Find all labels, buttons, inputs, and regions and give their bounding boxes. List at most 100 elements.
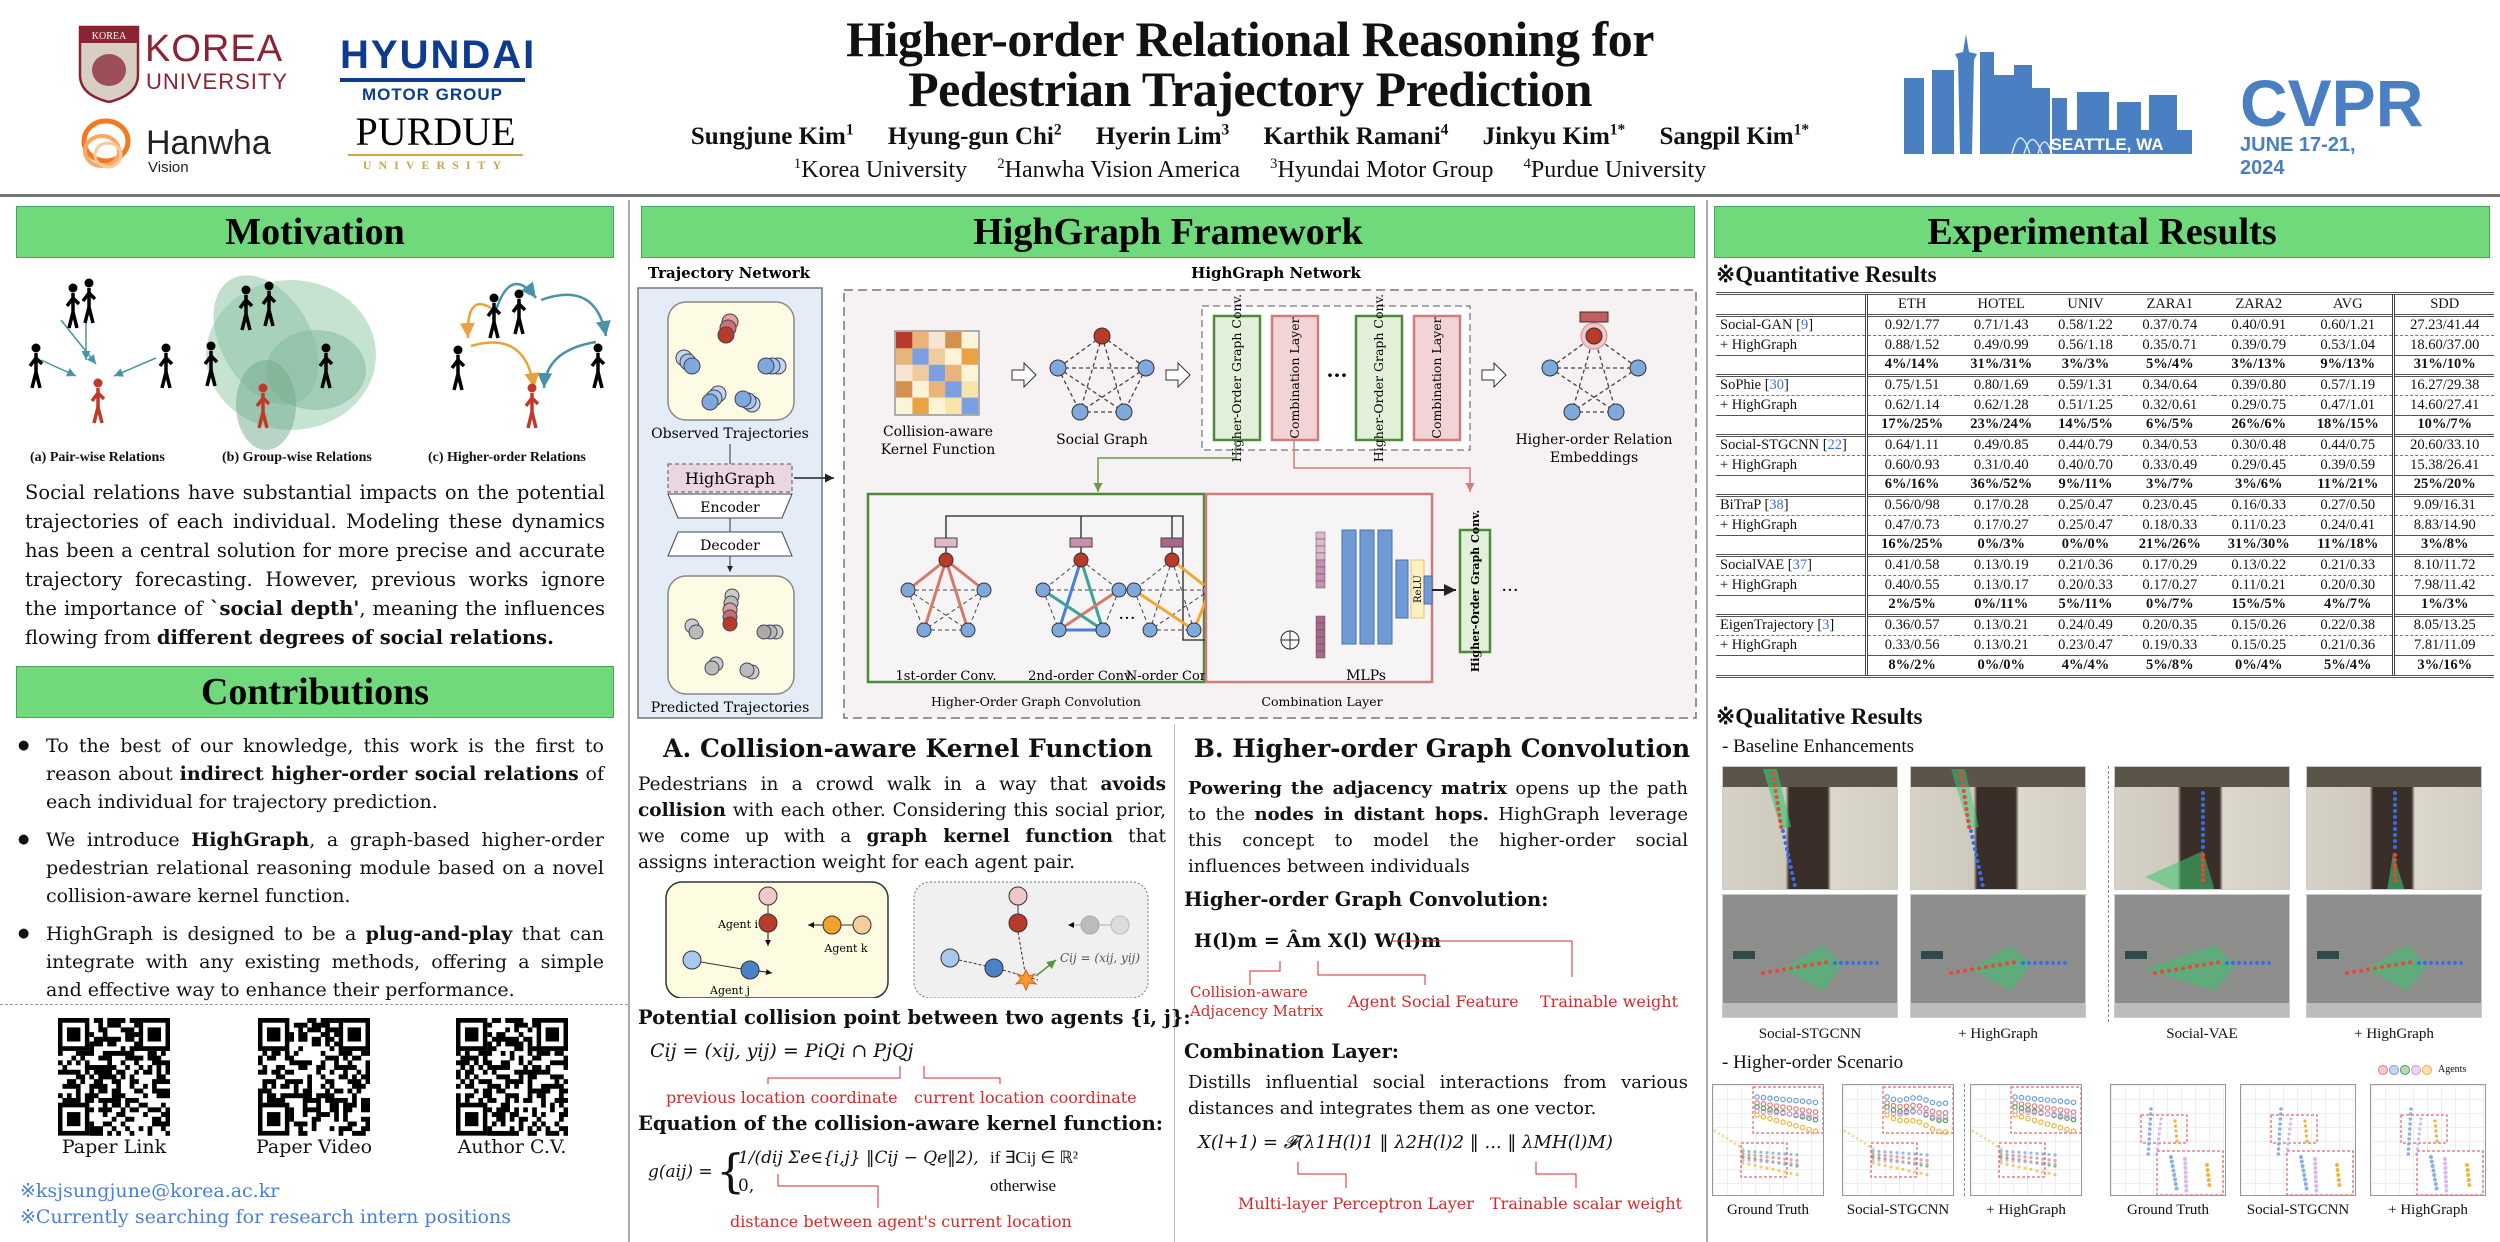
metric-cell: 0.24/0.41 [2303,514,2394,535]
metric-cell: 0.60/0.93 [1864,454,1957,475]
metric-cell: 0.24/0.49 [2045,613,2126,635]
kernel-matrix-cell [928,348,946,365]
korea-shield-icon: KOREA [78,25,140,103]
trainable-weight-annotation: Trainable weight [1540,992,1678,1011]
table-row: 6%/16%36%/52%9%/11%3%/7%3%/6%11%/21%25%/… [1716,474,2494,495]
citation-link[interactable]: 37 [1792,557,1808,573]
metric-cell: 0.64/1.11 [1864,433,1957,455]
kernel-matrix-cell [961,364,978,382]
kernel-matrix-cell [896,348,913,365]
combination-equation: X(l+1) = 𝓕(λ1H(l)1 ‖ λ2H(l)2 ‖ ... ‖ λMH… [1198,1132,1613,1153]
metric-cell: 0.47/1.01 [2303,394,2394,415]
metric-cell: 0.39/0.59 [2303,454,2394,475]
metric-cell: 0.33/0.56 [1864,634,1957,655]
metric-cell: 31%/30% [2214,534,2304,555]
qr-code-paper-link[interactable] [58,1018,170,1136]
metric-cell: 0.57/1.19 [2303,373,2394,395]
scenario-label: Ground Truth [2126,1202,2210,1218]
qualitative-divider [2108,766,2109,1022]
qualitative-image-eth [1910,766,2086,890]
framework-title: HighGraph Framework [973,211,1363,253]
contributions-list: To the best of our knowledge, this work … [18,732,604,1014]
metric-cell: 0.62/1.28 [1956,394,2046,415]
hogc-block-label: Higher-Order Graph Conv. [1469,510,1482,672]
hanwha-logo-line1: Hanwha [146,124,271,162]
metric-cell: 0%/0% [1956,654,2046,675]
annotation-brackets-b1 [1249,940,1573,985]
body-text: opens up the path to the [1188,778,1688,825]
kernel-eq-case1: 1/(dij Σe∈{i,j} ‖Cij − Qe‖2), [738,1148,979,1168]
highgraph-framework-diagram: Trajectory Network Observed Trajectories… [637,264,1697,719]
metric-cell: 0.40/0.91 [2214,313,2304,335]
method-cell: + HighGraph [1716,454,1866,475]
citation-link[interactable]: 9 [1800,317,1809,333]
title-line-2: Pedestrian Trajectory Prediction [908,61,1592,117]
metric-cell: 0.23/0.47 [2045,634,2126,655]
table-header-row: ETH HOTEL UNIV ZARA1 ZARA2 AVG SDD [1716,295,2494,315]
agent-color-dot [2400,1064,2410,1075]
metric-cell: 3%/16% [2392,654,2494,675]
author-list: Sungjune Kim1 Hyung-gun Chi2 Hyerin Lim3… [640,122,1860,151]
qualitative-image-zara [2306,894,2482,1018]
hanwha-rings-icon [81,118,131,169]
citation-link[interactable]: 22 [1827,437,1843,453]
metric-cell: 0.34/0.64 [2125,373,2215,395]
author: Jinkyu Kim1* [1482,122,1626,151]
method-cell: SoPhie [30] [1716,373,1866,395]
method-cell [1716,414,1866,435]
conv-label-2nd: 2nd-order Conv. [1028,669,1134,684]
metric-cell: 0.17/0.28 [1956,493,2046,515]
kernel-label-2: Kernel Function [881,442,995,458]
kernel-equation: g(aij) = { 1/(dij Σe∈{i,j} ‖Cij − Qe‖2),… [648,1144,1168,1206]
metric-cell: 0.35/0.71 [2125,334,2215,355]
metric-cell: 0.49/0.99 [1956,334,2046,355]
framework-banner: HighGraph Framework [641,206,1695,258]
combination-heading: Combination Layer: [1184,1040,1399,1063]
qualitative-image-eth [2306,766,2482,890]
cvpr-location: SEATTLE, WA [2050,135,2163,154]
metric-cell: 1%/3% [2392,594,2494,615]
metric-cell: 0.18/0.33 [2125,514,2215,535]
metric-cell: 0.36/0.57 [1864,613,1957,635]
qr-code-paper-video[interactable] [258,1018,370,1136]
metric-cell: 0.60/1.21 [2303,313,2394,335]
metric-cell: 3%/6% [2214,474,2304,495]
metric-cell: 3%/8% [2392,534,2494,555]
figure-caption-c: (c) Higher-order Relations [428,450,586,465]
contact-email[interactable]: ※ksjsungjune@korea.ac.kr [20,1180,280,1202]
kernel-matrix-cell [928,381,946,398]
kernel-matrix-cell [945,348,962,365]
metric-cell: 0.13/0.21 [1956,634,2046,655]
citation-link[interactable]: 38 [1769,497,1784,513]
metric-cell: 0.16/0.33 [2214,493,2304,515]
qualitative-image-zara [2114,894,2290,1018]
qr-code-author-cv[interactable] [456,1018,568,1136]
kernel-matrix-cell [945,332,962,349]
metric-cell: 0.62/1.14 [1864,394,1957,415]
metric-cell: 15.38/26.41 [2392,454,2494,475]
cvpr-dates: JUNE 17-21, 2024 [2240,134,2356,179]
metric-cell: 0.19/0.33 [2125,634,2215,655]
motivation-title: Motivation [225,211,405,253]
author: Sangpil Kim1* [1659,122,1810,151]
citation-link[interactable]: 3 [1822,617,1830,633]
hyundai-logo-line1: HYUNDAI [340,33,537,77]
agents-legend-label: Agents [2438,1064,2467,1075]
figure-caption-a: (a) Pair-wise Relations [30,450,165,465]
column-header: ZARA2 [2235,295,2283,312]
kernel-matrix-cell [961,332,978,349]
metric-cell: 0%/3% [1956,534,2046,555]
citation-link[interactable]: 30 [1769,377,1785,393]
metric-cell: 0.33/0.49 [2125,454,2215,475]
metric-cell: 0.17/0.29 [2125,553,2215,575]
kernel-eq-cond1: if ∃Cij ∈ ℝ² [990,1148,1079,1167]
collision-point-equation: Cij = (xij, yij) = PiQi ∩ PjQj [650,1040,914,1062]
metric-cell: 9%/13% [2303,354,2394,375]
kernel-matrix-cell [896,364,913,382]
scenario-plot [2110,1084,2226,1196]
annotation-brackets-a2 [777,1174,879,1208]
